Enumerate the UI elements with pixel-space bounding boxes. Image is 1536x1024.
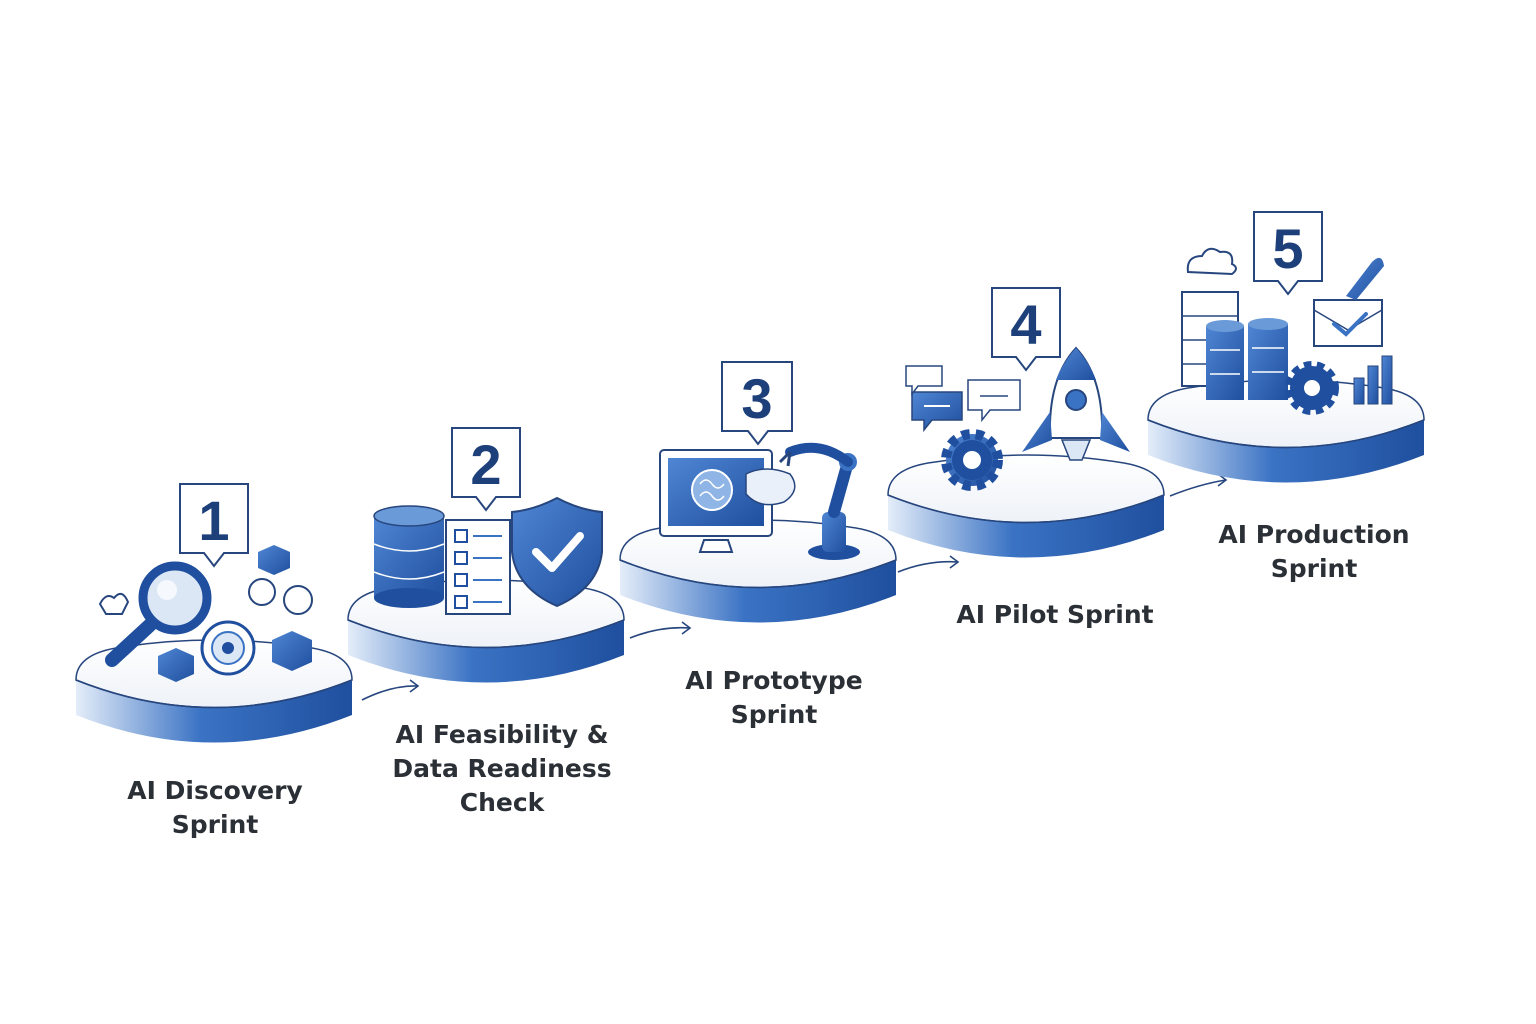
- step-5-number: 5: [1272, 217, 1303, 280]
- step-1-label-line-2: Sprint: [171, 810, 259, 839]
- step-5-label-line-2: Sprint: [1270, 554, 1358, 583]
- connector-arrow: [361, 679, 420, 701]
- step-2-number: 2: [470, 433, 501, 496]
- connector-arrow: [1169, 473, 1228, 497]
- checklist-icon: [445, 519, 511, 615]
- shield-check-icon: [511, 496, 603, 608]
- rocket-icon: [1022, 346, 1130, 461]
- step-2-label: AI Feasibility & Data Readiness Check: [372, 718, 632, 820]
- monitor-brain-icon: [659, 449, 796, 553]
- step-3-label-line-2: Sprint: [730, 700, 818, 729]
- chat-bubble-icon: [905, 365, 1021, 433]
- step-1-number: 1: [198, 489, 229, 552]
- step-1-badge: 1: [179, 483, 249, 568]
- step-4-badge: 4: [991, 287, 1061, 372]
- cube-icon: [158, 545, 312, 682]
- step-5-label: AI Production Sprint: [1194, 518, 1434, 586]
- step-3-label-line-1: AI Prototype: [685, 666, 863, 695]
- step-3-number: 3: [741, 367, 772, 430]
- step-1-label-line-1: AI Discovery: [127, 776, 303, 805]
- connector-arrow: [897, 555, 960, 573]
- gear-icon: [1285, 361, 1339, 415]
- robot-arm-icon: [778, 442, 860, 560]
- step-2-label-line-1: AI Feasibility &: [395, 720, 609, 749]
- bar-chart-icon: [1353, 355, 1393, 405]
- step-3-badge: 3: [721, 361, 793, 446]
- step-4-platform: [887, 454, 1165, 558]
- step-2-label-line-2: Data Readiness: [392, 754, 612, 783]
- step-5-label-line-1: AI Production: [1218, 520, 1410, 549]
- cloud-icon: [1186, 247, 1237, 276]
- step-2-label-line-3: Check: [459, 788, 545, 817]
- document-check-icon: [1313, 257, 1384, 347]
- step-1-label: AI Discovery Sprint: [95, 774, 335, 842]
- lightbulb-icon: [98, 578, 313, 615]
- step-4-label-line-1: AI Pilot Sprint: [956, 600, 1154, 629]
- step-4-number: 4: [1010, 293, 1041, 356]
- magnifier-icon: [105, 561, 212, 667]
- server-icon: [1181, 291, 1288, 400]
- connector-arrow: [629, 621, 692, 639]
- target-icon: [200, 620, 256, 676]
- step-3-label: AI Prototype Sprint: [654, 664, 894, 732]
- gear-icon: [941, 429, 1003, 491]
- step-2-badge: 2: [451, 427, 521, 512]
- database-icon: [373, 505, 445, 608]
- step-5-badge: 5: [1253, 211, 1323, 296]
- step-4-label: AI Pilot Sprint: [930, 598, 1180, 632]
